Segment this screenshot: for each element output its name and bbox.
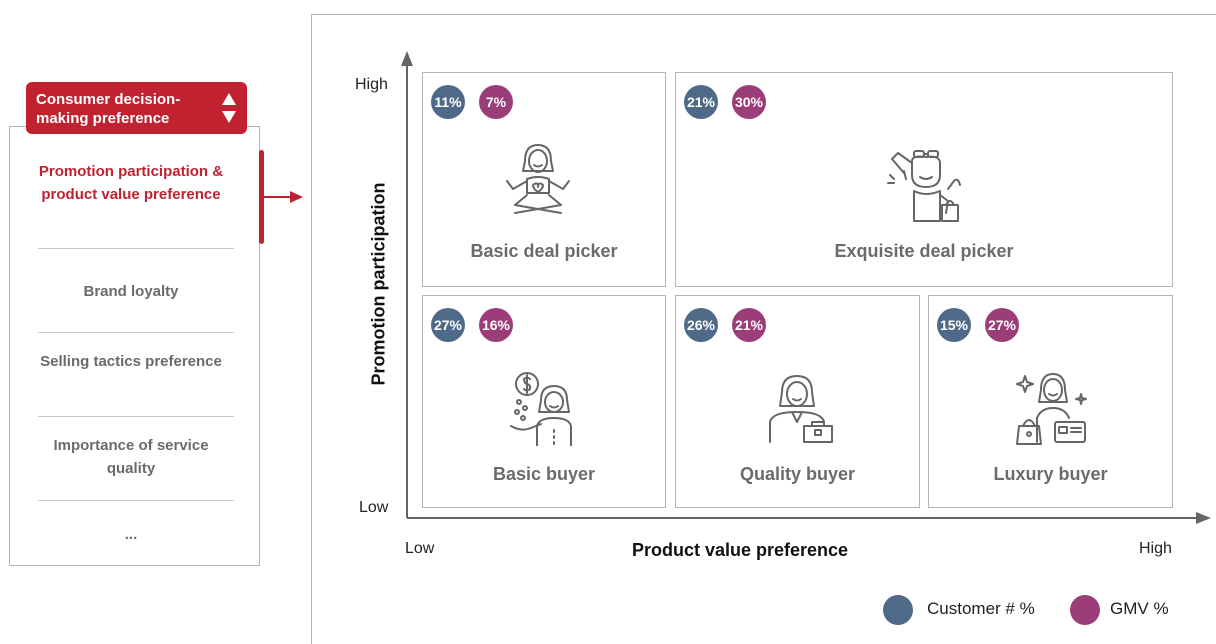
- customer-share-badge: 11%: [431, 85, 465, 119]
- x-axis-title: Product value preference: [631, 540, 849, 560]
- gmv-share-badge: 16%: [479, 308, 513, 342]
- meditating-woman-icon: [506, 144, 570, 214]
- divider: [38, 416, 234, 417]
- divider: [38, 248, 234, 249]
- legend-gmv-swatch: [1070, 595, 1100, 625]
- legend-customer-label: Customer # %: [927, 599, 1035, 618]
- active-indicator: [259, 150, 264, 244]
- segment-exquisite-deal-picker[interactable]: 21% 30% Exquisite deal picker: [675, 72, 1173, 287]
- shopping-woman-icon: [887, 150, 961, 222]
- customer-share-badge: 15%: [937, 308, 971, 342]
- divider: [38, 500, 234, 501]
- luxury-woman-icon: [1016, 373, 1087, 445]
- preference-list-panel: [9, 126, 260, 566]
- preference-item-promotion[interactable]: Promotion participation & product value …: [38, 163, 224, 203]
- x-axis-low-label: Low: [405, 540, 435, 557]
- segment-title: Basic buyer: [492, 464, 596, 484]
- preference-item-selling-tactics[interactable]: Selling tactics preference: [40, 353, 222, 370]
- customer-share-badge: 21%: [684, 85, 718, 119]
- segment-quality-buyer[interactable]: 26% 21% Quality buyer: [675, 295, 920, 508]
- preference-item-more[interactable]: ...: [124, 526, 138, 543]
- dropdown-label: Consumer decision-making preference: [36, 91, 181, 127]
- preference-item-brand-loyalty[interactable]: Brand loyalty: [83, 283, 179, 300]
- segment-title: Basic deal picker: [470, 241, 618, 261]
- segment-title: Luxury buyer: [993, 464, 1108, 484]
- business-woman-icon: [769, 375, 833, 443]
- coins-woman-icon: [510, 372, 572, 446]
- x-axis-high-label: High: [1139, 540, 1172, 557]
- gmv-share-badge: 7%: [479, 85, 513, 119]
- gmv-share-badge: 21%: [732, 308, 766, 342]
- diagram-frame: [311, 14, 1216, 644]
- gmv-share-badge: 27%: [985, 308, 1019, 342]
- segment-title: Exquisite deal picker: [834, 241, 1014, 261]
- y-axis-high-label: High: [355, 76, 388, 93]
- y-axis-low-label: Low: [359, 499, 389, 516]
- legend-gmv-label: GMV %: [1110, 599, 1169, 618]
- segment-basic-deal-picker[interactable]: 11% 7% Basic deal picker: [422, 72, 666, 287]
- gmv-share-badge: 30%: [732, 85, 766, 119]
- legend-customer-swatch: [883, 595, 913, 625]
- customer-share-badge: 26%: [684, 308, 718, 342]
- arrow-right-icon: [262, 191, 303, 203]
- segment-basic-buyer[interactable]: 27% 16% Basic buyer: [422, 295, 666, 508]
- preference-item-service-quality[interactable]: Importance of service quality: [53, 437, 209, 477]
- sort-arrows-icon: [222, 93, 236, 123]
- segment-luxury-buyer[interactable]: 15% 27% Luxury buyer: [928, 295, 1173, 508]
- segment-title: Quality buyer: [739, 464, 856, 484]
- divider: [38, 332, 234, 333]
- customer-share-badge: 27%: [431, 308, 465, 342]
- preference-dropdown[interactable]: Consumer decision-making preference: [26, 82, 247, 134]
